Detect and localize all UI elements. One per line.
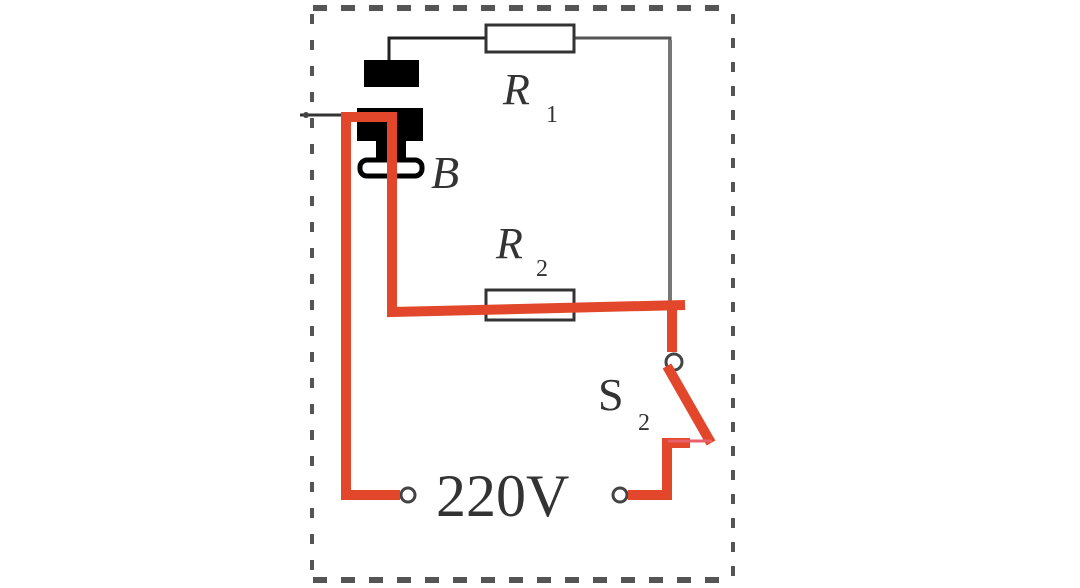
dashed-enclosure — [310, 5, 735, 583]
b-label: B — [431, 147, 459, 198]
highlight-switch-blade — [662, 363, 716, 446]
highlight-left-loop — [341, 112, 686, 500]
r2-label: R — [495, 219, 523, 268]
highlight-return — [628, 438, 690, 500]
supply-terminals — [399, 486, 629, 504]
r1-subscript: 1 — [546, 102, 558, 128]
highlighted-current-path — [341, 112, 716, 500]
terminal-right — [611, 486, 629, 504]
s2-label: S — [598, 369, 624, 420]
r2-subscript: 2 — [536, 256, 548, 282]
terminal-left — [399, 486, 417, 504]
r1-label: R — [502, 65, 530, 114]
s2-subscript: 2 — [638, 410, 650, 436]
voltage-label: 220V — [436, 463, 569, 529]
input-lead-dot — [303, 112, 309, 118]
resistor-r1 — [484, 23, 576, 54]
b-upper-contact — [364, 60, 419, 87]
original-wiring — [300, 36, 672, 495]
